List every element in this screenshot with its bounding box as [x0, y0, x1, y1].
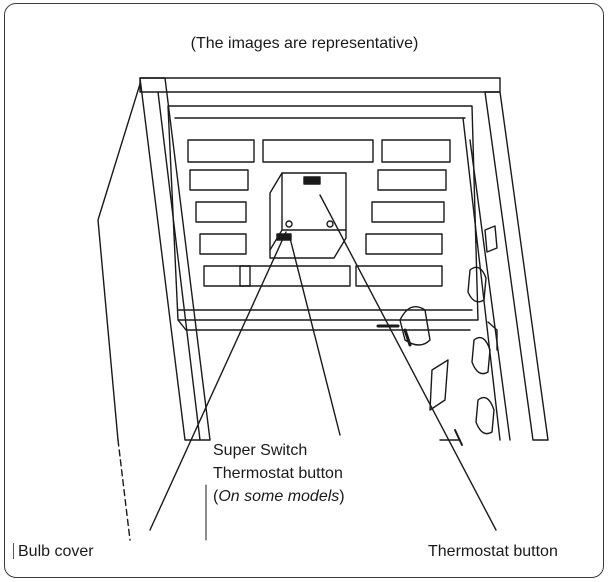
right-front-pillar — [484, 91, 549, 441]
top-frame — [139, 77, 501, 93]
thermostat-button-label: Thermostat button — [428, 543, 558, 560]
door-shelf — [467, 266, 487, 303]
left-side-panel — [97, 83, 141, 441]
leader-super-switch — [289, 237, 341, 436]
super-switch-knob — [303, 176, 321, 185]
vent-slot — [239, 265, 351, 287]
on-some-models-text: On some models — [218, 488, 340, 505]
vent-slot — [365, 233, 443, 255]
ceiling-panel — [167, 105, 479, 321]
paren-close: ) — [339, 488, 345, 505]
door-shelf — [475, 396, 495, 435]
representative-caption: (The images are representative) — [190, 35, 419, 52]
vent-slot — [195, 201, 247, 223]
leader-bulb-cover — [149, 231, 287, 531]
vent-slot — [189, 169, 249, 191]
left-side-panel-dashed — [117, 439, 131, 541]
door-hinge — [399, 306, 431, 346]
vent-slot — [381, 139, 451, 163]
vent-slot — [199, 233, 247, 255]
leader-thermostat-button — [319, 194, 497, 531]
vent-slot — [262, 139, 374, 163]
door-shelf — [471, 336, 491, 375]
paren-open: ( — [213, 488, 219, 505]
bulb-cover-screw — [285, 220, 293, 228]
vent-slot — [371, 201, 445, 223]
vent-slot — [203, 265, 251, 287]
bulb-cover-tick — [13, 543, 14, 559]
bulb-cover-label: Bulb cover — [18, 543, 94, 560]
vent-slot — [187, 139, 255, 163]
vent-slot — [377, 169, 447, 191]
super-switch-label: Super Switch — [213, 442, 308, 459]
left-front-pillar — [139, 77, 211, 441]
on-some-models-label: (On some models) — [213, 487, 345, 507]
vent-slot — [355, 265, 443, 287]
super-switch-thermostat-label: Thermostat button — [213, 465, 343, 482]
